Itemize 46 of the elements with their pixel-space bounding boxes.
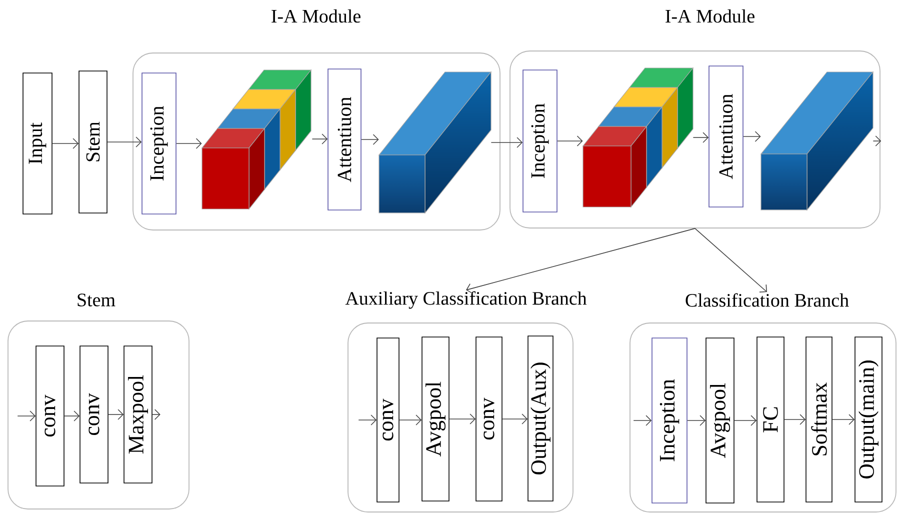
arrow [52,138,79,149]
arrow [694,228,767,292]
arrow [490,137,523,148]
arrow [734,415,757,426]
arrow [107,136,142,148]
arrow [399,414,422,426]
layer-box: Inception [522,70,558,212]
arrow [832,414,855,425]
arrow [176,138,202,149]
arrow [64,410,80,422]
arrow [449,414,476,424]
arrow [557,136,583,146]
layer-box: Attentiuon [328,68,362,210]
arrow [687,415,706,426]
layer-box: Input [22,72,52,214]
layer-box: FC [756,336,784,502]
layer-box: Softmax [806,336,832,502]
layer-box: Maxpool [124,346,152,484]
arrow [108,409,124,420]
layer-box: conv [376,338,400,502]
arrow [358,414,377,426]
layer-box: Attentiuon [708,66,744,208]
panel-heading: I-A Module [666,9,754,23]
layer-box: conv [80,346,108,484]
layer-box: conv [36,346,64,486]
layer-box: Avgpool [422,336,450,502]
layer-box: Output(main) [854,336,882,502]
arrow [743,131,761,142]
layer-box: Inception [142,72,176,214]
layer-box: Stem [78,70,108,214]
arrow [633,415,652,426]
panel-heading: Stem [78,294,116,306]
panel-heading: Auxiliary Classification Branch [345,291,587,309]
panel-heading: Classification Branch [686,293,849,307]
arrow [692,132,709,143]
arrow [361,134,379,145]
layer-box: Inception [652,338,688,504]
arrow [17,410,36,422]
arrow [466,228,696,294]
arrow [312,134,328,144]
layer-box: Output(Aux) [528,336,554,502]
arrow [502,414,528,424]
panel-heading: I-A Module [272,9,360,23]
arrow [784,414,806,425]
layer-box: Avgpool [706,338,734,504]
layer-box: conv [476,336,502,502]
